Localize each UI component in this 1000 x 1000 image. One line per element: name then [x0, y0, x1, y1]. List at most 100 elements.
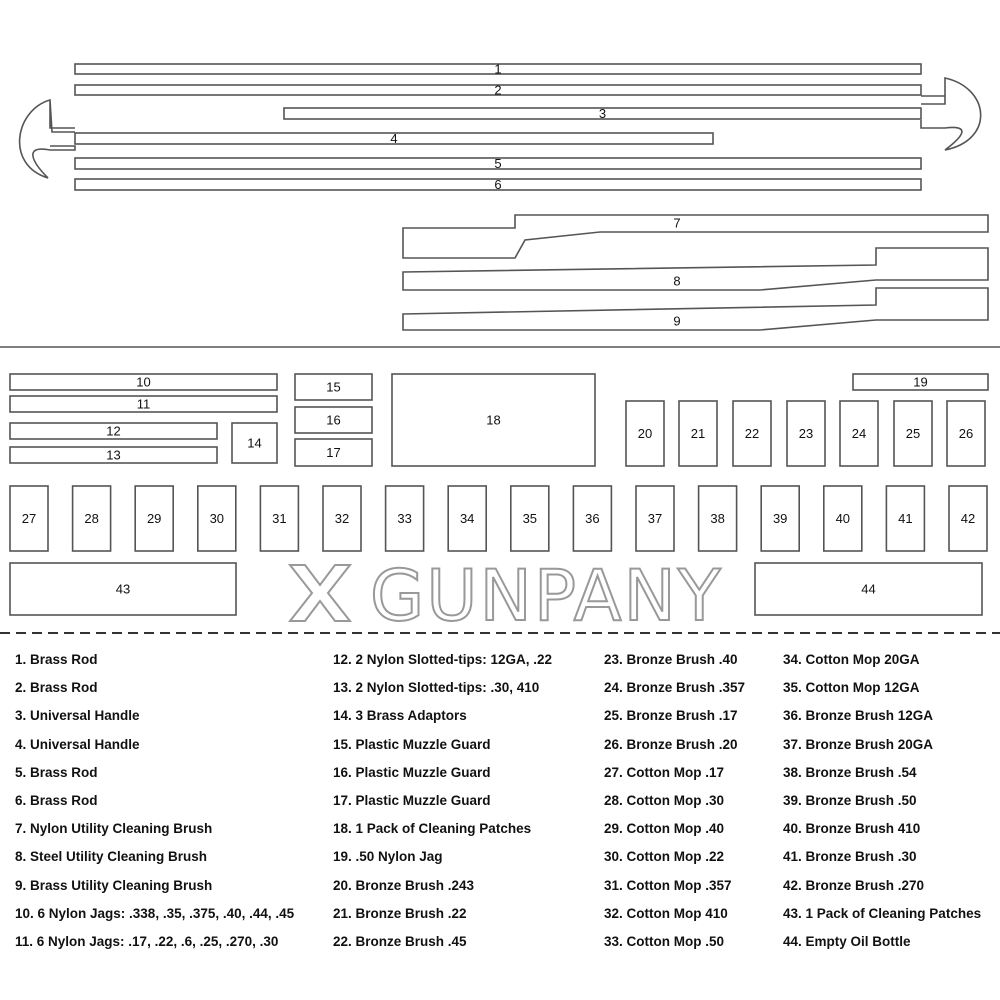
part-outline [697, 485, 738, 552]
legend-item: 18. 1 Pack of Cleaning Patches [333, 821, 532, 837]
legend-item: 2. Brass Rod [15, 680, 98, 696]
logo-mark-icon [287, 564, 353, 622]
part-23: 23 [786, 400, 826, 467]
part-19: 19 [852, 373, 989, 391]
part-outline [402, 287, 989, 331]
part-12: 12 [9, 422, 218, 440]
part-number: 13 [106, 447, 120, 462]
part-6: 6 [74, 177, 922, 192]
part-10: 10 [9, 373, 278, 391]
part-number: 20 [638, 426, 652, 441]
part-outline [635, 485, 675, 552]
part-number: 32 [335, 511, 349, 526]
part-outline [760, 485, 801, 552]
part-7: 7 [402, 214, 989, 259]
legend-item: 7. Nylon Utility Cleaning Brush [15, 821, 213, 837]
part-number: 17 [326, 445, 340, 460]
part-number: 41 [898, 511, 912, 526]
part-outline [732, 400, 772, 467]
part-21: 21 [678, 400, 718, 467]
part-number: 35 [523, 511, 537, 526]
part-43: 43 [9, 562, 237, 616]
part-outline [259, 485, 300, 552]
legend-item: 39. Bronze Brush .50 [783, 793, 917, 808]
legend-item: 6. Brass Rod [15, 793, 98, 808]
part-36: 36 [572, 485, 613, 552]
legend-item: 11. 6 Nylon Jags: .17, .22, .6, .25, .27… [15, 934, 279, 949]
legend-item: 28. Cotton Mop .30 [604, 793, 725, 808]
part-18: 18 [391, 373, 596, 467]
part-4: 4 [74, 131, 714, 146]
legend-item: 13. 2 Nylon Slotted-tips: .30, 410 [333, 680, 540, 696]
legend-item: 12. 2 Nylon Slotted-tips: 12GA, .22 [333, 652, 553, 667]
part-outline [74, 178, 922, 191]
part-outline [852, 373, 989, 391]
part-34: 34 [447, 485, 488, 552]
legend-item: 16. Plastic Muzzle Guard [333, 764, 491, 780]
part-25: 25 [893, 400, 933, 467]
legend-item: 26. Bronze Brush .20 [604, 736, 738, 752]
brand-name: GUNPANY [370, 555, 723, 637]
part-42: 42 [948, 485, 988, 552]
legend-item: 34. Cotton Mop 20GA [783, 652, 920, 667]
part-outline [9, 446, 218, 464]
part-22: 22 [732, 400, 772, 467]
part-outline [402, 247, 989, 291]
part-number: 5 [494, 156, 501, 171]
part-number: 21 [691, 426, 705, 441]
legend-item: 15. Plastic Muzzle Guard [333, 736, 491, 752]
legend-item: 5. Brass Rod [15, 764, 98, 780]
legend-item: 36. Bronze Brush 12GA [783, 708, 934, 724]
part-number: 18 [486, 412, 500, 427]
part-number: 30 [210, 511, 224, 526]
part-13: 13 [9, 446, 218, 464]
legend-item: 43. 1 Pack of Cleaning Patches [783, 905, 982, 921]
part-32: 32 [322, 485, 362, 552]
right-handle-icon [920, 77, 982, 151]
part-outline [391, 373, 596, 467]
part-outline [447, 485, 488, 552]
part-44: 44 [754, 562, 983, 616]
part-40: 40 [822, 485, 863, 552]
part-number: 6 [494, 177, 501, 192]
part-14: 14 [231, 422, 278, 464]
part-number: 16 [326, 412, 340, 427]
part-number: 19 [913, 374, 927, 389]
left-handle-icon [18, 98, 76, 179]
part-outline [625, 400, 665, 467]
legend-item: 8. Steel Utility Cleaning Brush [15, 849, 208, 865]
part-number: 31 [272, 511, 286, 526]
part-outline [294, 373, 373, 401]
legend-item: 33. Cotton Mop .50 [604, 934, 725, 949]
legend-item: 44. Empty Oil Bottle [783, 934, 911, 949]
part-number: 43 [116, 581, 130, 596]
legend-item: 40. Bronze Brush 410 [783, 821, 921, 837]
part-number: 24 [852, 426, 866, 441]
part-outline [294, 406, 373, 434]
part-outline [74, 157, 922, 170]
part-number: 33 [397, 511, 411, 526]
part-outline [283, 107, 922, 120]
part-outline [885, 485, 926, 552]
legend-item: 22. Bronze Brush .45 [333, 934, 467, 949]
part-number: 27 [22, 511, 36, 526]
part-outline [9, 422, 218, 440]
part-outline [197, 485, 237, 552]
part-number: 10 [136, 374, 150, 389]
legend-item: 17. Plastic Muzzle Guard [333, 793, 491, 808]
part-24: 24 [839, 400, 879, 467]
legend-item: 37. Bronze Brush 20GA [783, 736, 934, 752]
part-33: 33 [384, 485, 425, 552]
legend-item: 1. Brass Rod [15, 652, 98, 667]
part-outline [74, 63, 922, 75]
part-number: 40 [836, 511, 850, 526]
part-outline [74, 132, 714, 145]
part-number: 2 [494, 82, 501, 97]
part-outline [839, 400, 879, 467]
part-35: 35 [509, 485, 550, 552]
part-outline [754, 562, 983, 616]
legend-item: 9. Brass Utility Cleaning Brush [15, 877, 213, 893]
legend-item: 4. Universal Handle [15, 736, 140, 752]
part-number: 28 [84, 511, 98, 526]
